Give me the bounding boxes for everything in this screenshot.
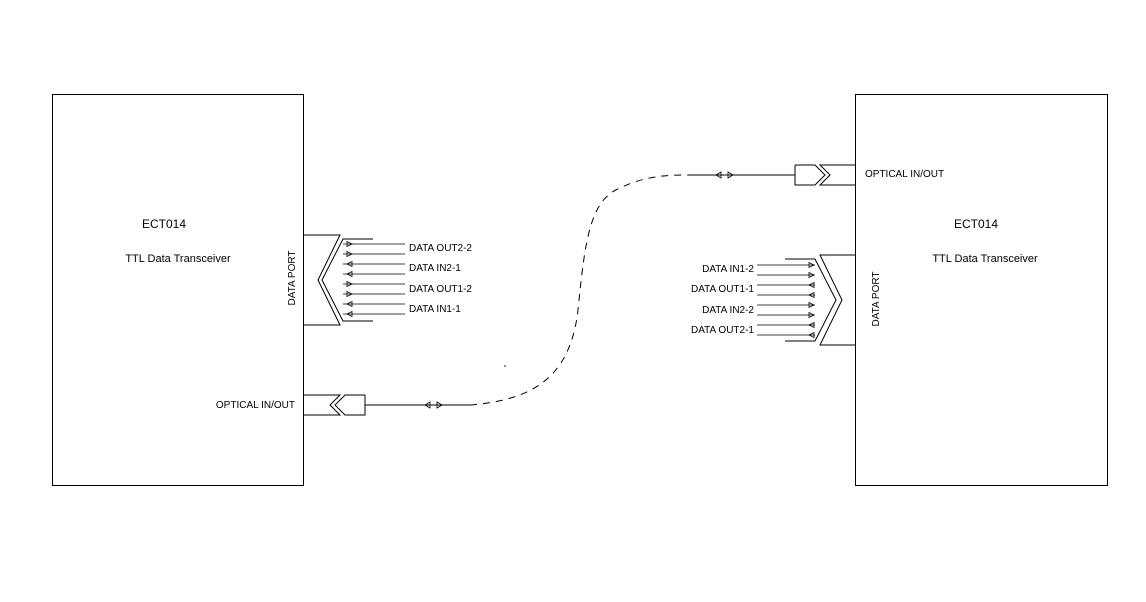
arrow-out-icon	[346, 240, 353, 248]
right-data-port-connector	[785, 254, 855, 346]
arrow-in-icon	[346, 270, 353, 278]
arrow-in-icon	[424, 401, 431, 409]
arrow-out-icon	[808, 331, 815, 339]
left-optical-connector	[303, 394, 470, 416]
right-data-port-label: DATA PORT	[871, 271, 882, 326]
left-device-box	[52, 94, 304, 486]
right-device: ECT014 TTL Data Transceiver DATA PORT OP…	[690, 94, 1108, 486]
left-device: ECT014 TTL Data Transceiver DATA PORT OP…	[52, 94, 472, 486]
left-signal-label: DATA OUT1-2	[409, 284, 472, 295]
arrow-in-icon	[808, 261, 815, 269]
right-optical-connector	[690, 164, 855, 186]
right-signal-lines	[757, 261, 815, 339]
right-signal-label: DATA IN2-2	[702, 305, 754, 316]
arrow-in-icon	[346, 310, 353, 318]
left-data-port-connector	[303, 234, 373, 326]
arrow-out-icon	[436, 401, 443, 409]
left-signal-lines	[343, 240, 405, 318]
arrow-out-icon	[346, 250, 353, 258]
arrow-in-icon	[808, 271, 815, 279]
arrow-in-icon	[808, 311, 815, 319]
right-signal-label: DATA IN1-2	[702, 264, 754, 275]
arrow-in-icon	[808, 301, 815, 309]
right-optical-label: OPTICAL IN/OUT	[865, 169, 944, 180]
right-signal-label: DATA OUT2-1	[691, 325, 754, 336]
arrow-out-icon	[346, 290, 353, 298]
right-device-box	[855, 94, 1108, 486]
left-signal-label: DATA OUT2-2	[409, 243, 472, 254]
arrow-in-icon	[346, 260, 353, 268]
left-data-port-label: DATA PORT	[287, 250, 298, 305]
stray-dot	[504, 365, 506, 367]
arrow-out-icon	[346, 280, 353, 288]
arrow-in-icon	[346, 300, 353, 308]
left-signal-label: DATA IN1-1	[409, 304, 461, 315]
right-device-description: TTL Data Transceiver	[932, 253, 1038, 265]
left-signal-label: DATA IN2-1	[409, 263, 461, 274]
right-device-model: ECT014	[954, 217, 998, 231]
arrow-out-icon	[808, 281, 815, 289]
arrow-out-icon	[727, 171, 734, 179]
left-device-model: ECT014	[142, 217, 186, 231]
right-signal-label: DATA OUT1-1	[691, 284, 754, 295]
arrow-out-icon	[808, 321, 815, 329]
optical-fiber-link	[469, 174, 691, 406]
arrow-out-icon	[808, 291, 815, 299]
left-device-description: TTL Data Transceiver	[125, 253, 231, 265]
left-optical-label: OPTICAL IN/OUT	[216, 400, 295, 411]
arrow-in-icon	[715, 171, 722, 179]
